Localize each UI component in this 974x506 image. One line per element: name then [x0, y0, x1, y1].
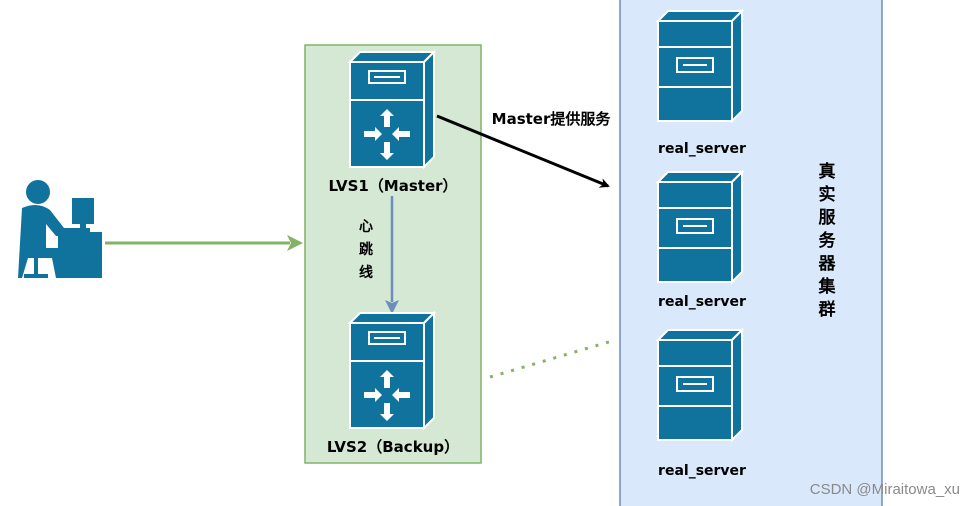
cluster-title-2: 实: [819, 184, 836, 205]
backup-standby-dotted-link: [489, 339, 613, 379]
heartbeat-arrow: [385, 196, 399, 314]
real-server-1-icon: [657, 10, 743, 122]
cluster-title-3: 服: [819, 208, 837, 228]
heartbeat-label-1: 心: [359, 219, 373, 235]
cluster-title-6: 集: [818, 276, 837, 297]
client-to-lvs-arrow: [105, 235, 303, 251]
master-service-label: Master提供服务: [492, 110, 612, 128]
real-server-2-label: real_server: [658, 294, 746, 310]
heartbeat-label-3: 线: [359, 264, 373, 281]
cluster-title-5: 器: [818, 254, 837, 274]
real-server-3-label: real_server: [658, 463, 746, 479]
real-server-1-label: real_server: [658, 141, 746, 157]
lvs1-master-label: LVS1（Master）: [328, 177, 457, 195]
cluster-title-4: 务: [819, 230, 837, 251]
heartbeat-label-2: 跳: [359, 241, 373, 258]
lvs1-master-server-icon: [349, 51, 435, 168]
lvs2-backup-server-icon: [349, 312, 435, 429]
real-server-3-icon: [657, 329, 743, 441]
lvs2-backup-label: LVS2（Backup）: [327, 438, 459, 456]
real-server-2-icon: [657, 171, 743, 283]
cluster-title-7: 群: [819, 299, 836, 320]
cluster-title-1: 真: [819, 161, 836, 182]
watermark: CSDN @Miraitowa_xu: [810, 481, 960, 498]
client-user-icon: [18, 180, 102, 278]
master-service-arrow: [436, 114, 610, 188]
